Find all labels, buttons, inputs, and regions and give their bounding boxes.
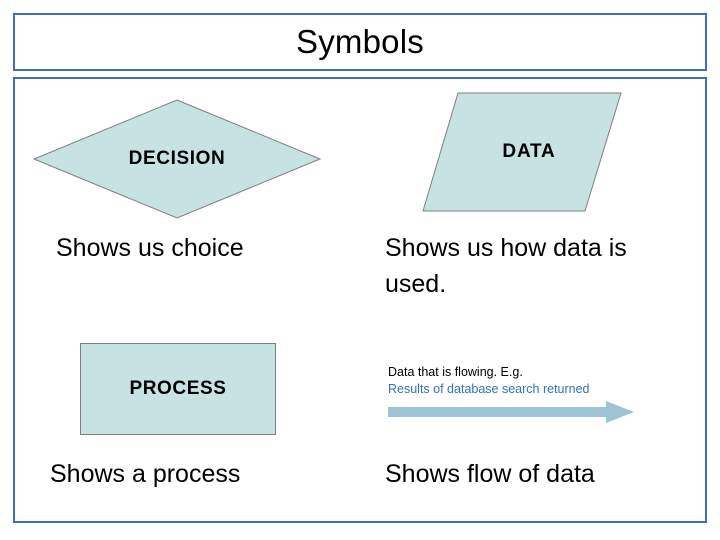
flow-note-line1: Data that is flowing. E.g. [388, 365, 523, 379]
flow-note-line2: Results of database search returned [388, 382, 590, 396]
decision-label: DECISION [128, 148, 226, 169]
flow-shape: Data that is flowing. E.g. Results of da… [388, 365, 648, 425]
process-label: PROCESS [129, 378, 227, 399]
title-placeholder: Symbols [13, 13, 707, 71]
flow-caption: Shows flow of data [385, 460, 595, 488]
body-placeholder: DECISION DATA Shows us choice Shows us h… [13, 77, 707, 523]
process-caption: Shows a process [50, 460, 241, 488]
page-title: Symbols [296, 23, 424, 60]
data-caption: Shows us how data is used. [385, 234, 627, 298]
arrow-icon [388, 401, 635, 423]
process-shape: PROCESS [80, 343, 276, 435]
decision-caption: Shows us choice [56, 234, 244, 262]
data-label: DATA [502, 141, 556, 162]
data-shape: DATA [422, 92, 622, 212]
decision-shape: DECISION [32, 98, 322, 220]
